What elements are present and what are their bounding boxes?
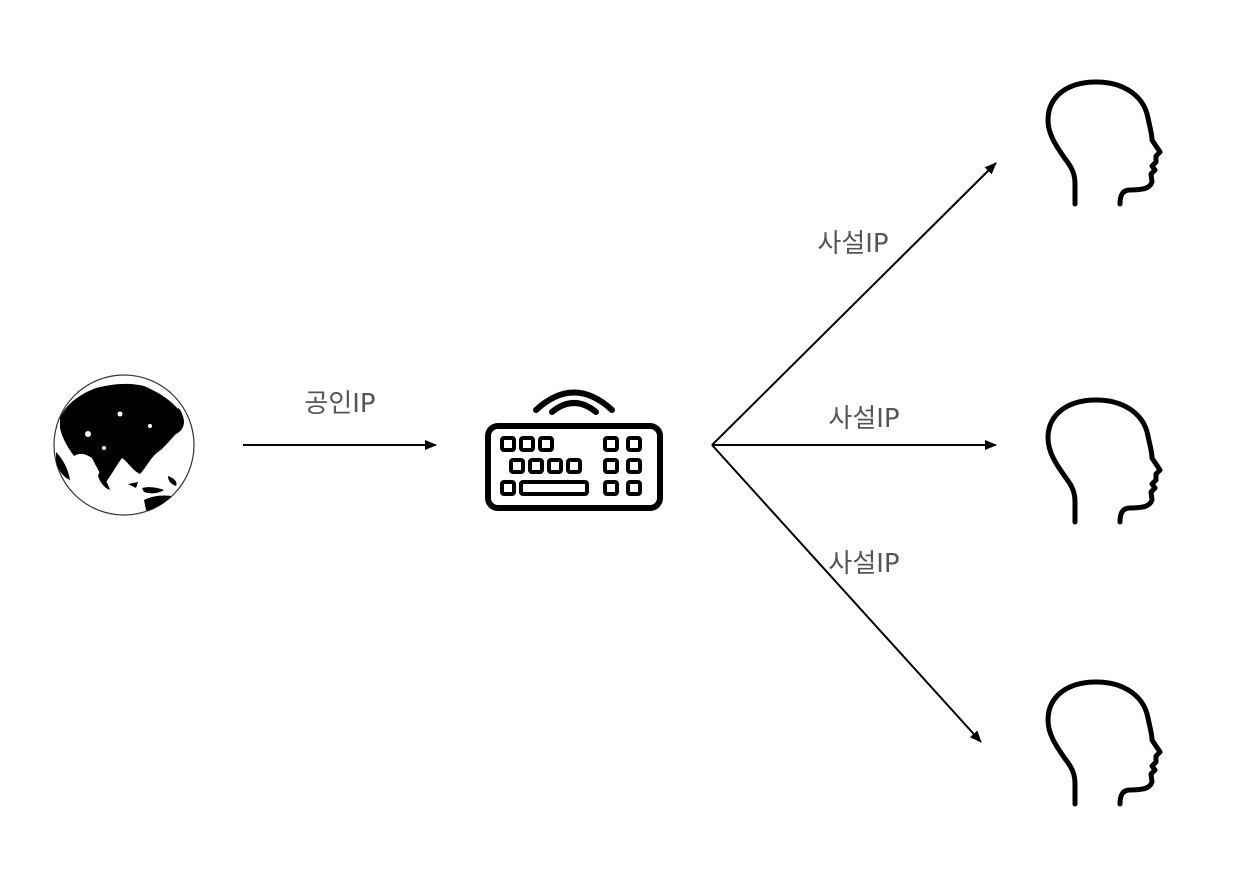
- private-ip-arrow-bottom: [711, 444, 982, 743]
- public-ip-label: 공인IP: [304, 389, 375, 419]
- person-head-icon: [1048, 682, 1160, 804]
- private-ip-arrow-top: [711, 162, 997, 446]
- private-ip-label-middle: 사설IP: [828, 404, 899, 434]
- private-ip-label-top: 사설IP: [817, 229, 888, 259]
- globe-icon: [53, 374, 195, 516]
- person-head-icon: [1048, 82, 1160, 204]
- private-ip-label-bottom: 사설IP: [828, 549, 899, 579]
- person-head-icon: [1048, 400, 1160, 522]
- wireless-keyboard-icon: [485, 389, 663, 511]
